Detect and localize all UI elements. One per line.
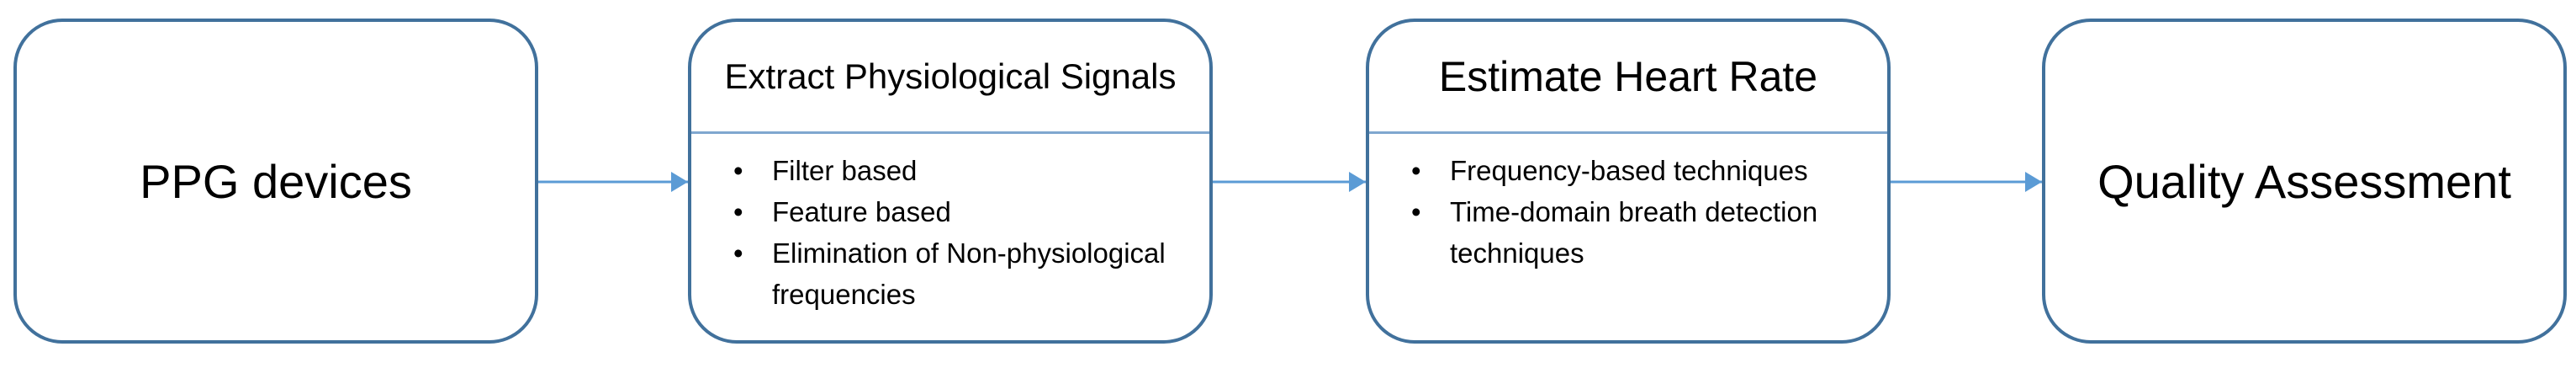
- estimate-heart-rate-box: Estimate Heart Rate •Frequency-based tec…: [1366, 19, 1891, 344]
- arrow-hr-to-qa: [1891, 172, 2042, 192]
- extract-signals-bullet-list: •Filter based •Feature based •Eliminatio…: [691, 150, 1193, 315]
- bullet-icon: •: [1411, 155, 1421, 186]
- estimate-heart-rate-bullet-list: •Frequency-based techniques •Time-domain…: [1369, 150, 1870, 274]
- list-item: •Feature based: [733, 191, 1193, 232]
- bullet-icon: •: [733, 155, 743, 186]
- ppg-devices-box: PPG devices: [13, 19, 538, 344]
- list-item: •Time-domain breath detection techniques: [1411, 191, 1870, 274]
- ppg-devices-label: PPG devices: [140, 154, 412, 208]
- extract-signals-title: Extract Physiological Signals: [691, 22, 1209, 134]
- arrow-ppg-to-extract: [538, 172, 688, 192]
- quality-assessment-label: Quality Assessment: [2097, 154, 2511, 208]
- estimate-heart-rate-title: Estimate Heart Rate: [1369, 22, 1887, 134]
- extract-signals-box: Extract Physiological Signals •Filter ba…: [688, 19, 1213, 344]
- bullet-icon: •: [733, 237, 743, 269]
- quality-assessment-box: Quality Assessment: [2042, 19, 2567, 344]
- arrow-extract-to-hr: [1213, 172, 1366, 192]
- list-item: •Filter based: [733, 150, 1193, 191]
- list-item: •Frequency-based techniques: [1411, 150, 1870, 191]
- bullet-icon: •: [733, 196, 743, 227]
- list-item: •Elimination of Non-physiological freque…: [733, 232, 1193, 315]
- bullet-icon: •: [1411, 196, 1421, 227]
